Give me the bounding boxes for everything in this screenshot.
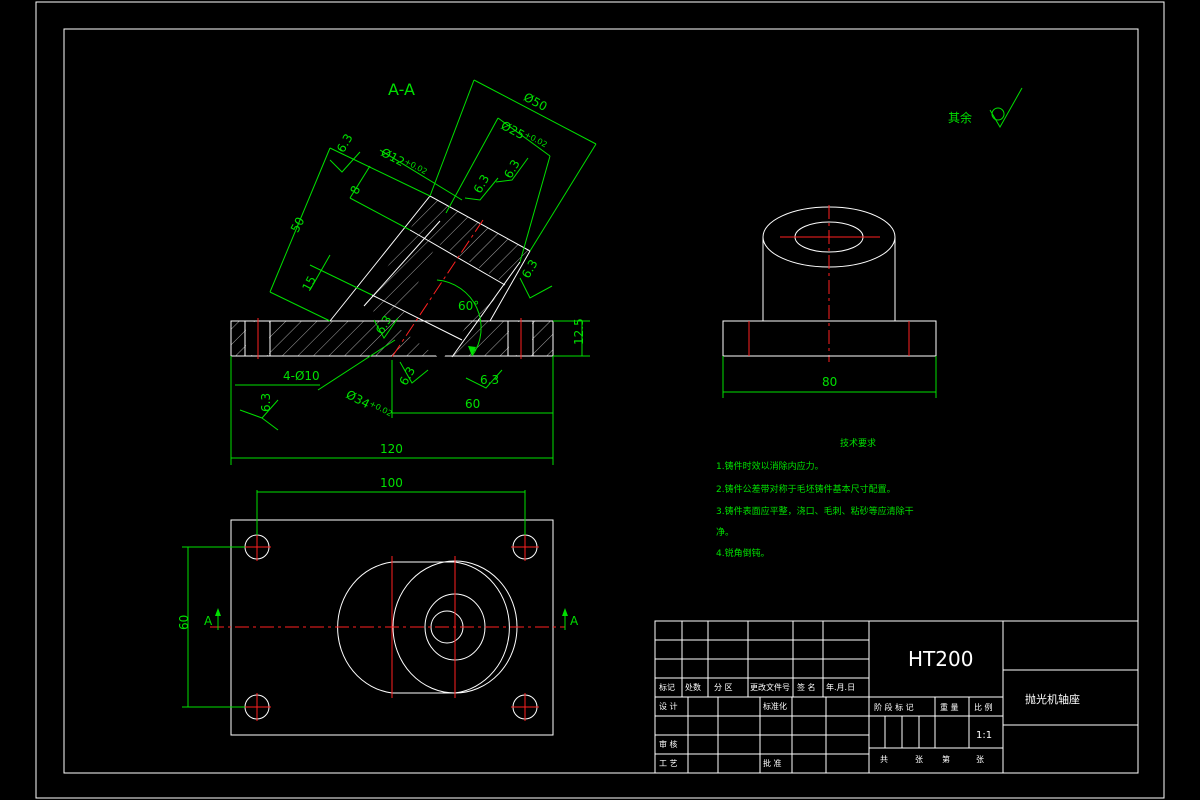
- dim-line-len15: [309, 254, 331, 291]
- inclined-bore-void: [397, 243, 500, 360]
- section-marker-left: A: [204, 614, 213, 628]
- roughness-symbol-4: 6.3: [519, 257, 553, 299]
- tech-notes-title: 技术要求: [840, 437, 876, 449]
- dim-len8: 8: [347, 183, 363, 196]
- dim-holes: 4-Ø10: [283, 369, 320, 383]
- tb-label-scale: 比 例: [974, 702, 993, 712]
- roughness-note-circle: [991, 107, 1005, 121]
- dim-line-len8: [349, 165, 371, 199]
- leader-d34: [317, 339, 396, 391]
- angle-arc-60: [436, 279, 482, 357]
- dim-line-d25: [497, 117, 551, 157]
- ext-line-d25-right: [519, 155, 551, 263]
- inclined-bore-edge-2: [451, 261, 521, 358]
- sheet-inner-border: [63, 28, 1139, 774]
- inclined-bore-edge-1: [363, 220, 441, 307]
- ext-line-len8: [349, 197, 411, 231]
- inclined-step-2: [371, 294, 463, 341]
- dim-w60: 60: [465, 397, 480, 411]
- ext-line-len15: [309, 264, 373, 296]
- tb-label-weight: 重 量: [940, 702, 959, 712]
- tb-label-sheets-total: 共: [880, 755, 888, 764]
- dim-len15: 15: [299, 274, 319, 294]
- tb-label-mark: 标记: [659, 682, 675, 692]
- ext-line-d50-right: [529, 143, 597, 252]
- dim-w80: 80: [822, 375, 837, 389]
- roughness-symbol-7: 6.3: [465, 369, 503, 389]
- top-view: A A 100 60: [177, 476, 579, 736]
- tech-note-4: 净。: [716, 526, 734, 538]
- scale-value: 1:1: [976, 730, 992, 741]
- ext-line-d25-left: [445, 117, 499, 214]
- section-view-a-a: A-A Ø50 Ø25+0: [230, 79, 597, 465]
- sheet-outer-border: [35, 1, 1165, 799]
- roughness-symbol-1: 6.3: [329, 131, 361, 173]
- side-view: 80: [722, 205, 937, 398]
- roughness-note-symbol: [989, 87, 1023, 129]
- dim-w100: 100: [380, 476, 403, 490]
- dim-line-d50: [473, 79, 597, 145]
- tech-note-2: 2.铸件公差带对称于毛坯铸件基本尺寸配置。: [716, 483, 896, 495]
- svg-text:6.3: 6.3: [471, 172, 493, 196]
- tb-label-count: 处数: [685, 682, 701, 692]
- dim-d25: Ø25+0.02: [499, 118, 549, 153]
- dim-d50: Ø50: [521, 90, 549, 114]
- ext-line-len50-bot: [269, 291, 331, 322]
- dim-line-len50: [269, 147, 331, 293]
- tb-label-zone: 分 区: [714, 683, 733, 692]
- roughness-symbol-2: 6.3: [464, 172, 499, 201]
- roughness-note: 其余: [948, 87, 1023, 129]
- tb-label-sheets-total-unit: 张: [915, 755, 923, 764]
- section-marker-left-arrow: [215, 608, 221, 616]
- tb-label-sheet-no: 第: [942, 754, 950, 764]
- tb-label-design: 设 计: [659, 701, 678, 711]
- roughness-symbol-8: 6.3: [239, 393, 279, 431]
- title-block: HT200 抛光机轴座 1:1 标记 处数 分 区 更改文件号 签 名 年.月.…: [654, 620, 1139, 774]
- tb-label-date: 年.月.日: [826, 682, 855, 692]
- roughness-symbol-5: 6.3: [373, 313, 399, 339]
- dim-angle60: 60°: [458, 299, 479, 313]
- section-marker-right-arrow: [562, 608, 568, 616]
- tb-label-change-doc: 更改文件号: [750, 682, 790, 692]
- tech-note-3: 3.铸件表面应平整，浇口、毛刺、粘砂等应清除干: [716, 505, 914, 517]
- tb-label-review: 审 核: [659, 739, 678, 749]
- tech-note-1: 1.铸件时效以消除内应力。: [716, 460, 824, 472]
- roughness-symbol-6: 6.3: [396, 361, 429, 388]
- ext-line-d50-left: [429, 79, 475, 197]
- dim-d34: Ø34+0.02: [344, 387, 394, 422]
- svg-text:6.3: 6.3: [396, 364, 418, 388]
- angle-arrow: [468, 346, 476, 356]
- tb-label-stage-mark: 阶 段 标 记: [874, 702, 914, 712]
- tech-note-5: 4.锐角倒钝。: [716, 547, 770, 559]
- side-base: [722, 320, 937, 357]
- dim-len50: 50: [288, 215, 308, 235]
- ext-line-len50-top: [329, 147, 431, 197]
- tb-label-approve: 批 准: [763, 758, 782, 768]
- dim-w120: 120: [380, 442, 403, 456]
- dim-thick: 12.5: [572, 318, 586, 345]
- leader-d12: [379, 149, 463, 201]
- svg-text:6.3: 6.3: [480, 373, 499, 387]
- roughness-symbol-3: 6.3: [495, 157, 529, 183]
- dim-h60: 60: [177, 615, 191, 630]
- tb-label-sheet-no-unit: 张: [976, 755, 984, 764]
- section-title: A-A: [388, 80, 415, 99]
- tech-notes: 技术要求 1.铸件时效以消除内应力。 2.铸件公差带对称于毛坯铸件基本尺寸配置。…: [716, 437, 914, 559]
- tb-label-signature: 签 名: [797, 682, 816, 692]
- tb-label-standardize: 标准化: [763, 701, 787, 711]
- section-marker-right: A: [570, 614, 579, 628]
- svg-text:6.3: 6.3: [259, 393, 273, 412]
- part-name: 抛光机轴座: [1025, 692, 1080, 706]
- roughness-note-label: 其余: [948, 110, 972, 125]
- tb-label-process: 工 艺: [659, 759, 678, 768]
- material: HT200: [908, 647, 973, 671]
- inclined-axis: [389, 219, 484, 361]
- svg-text:6.3: 6.3: [501, 157, 523, 181]
